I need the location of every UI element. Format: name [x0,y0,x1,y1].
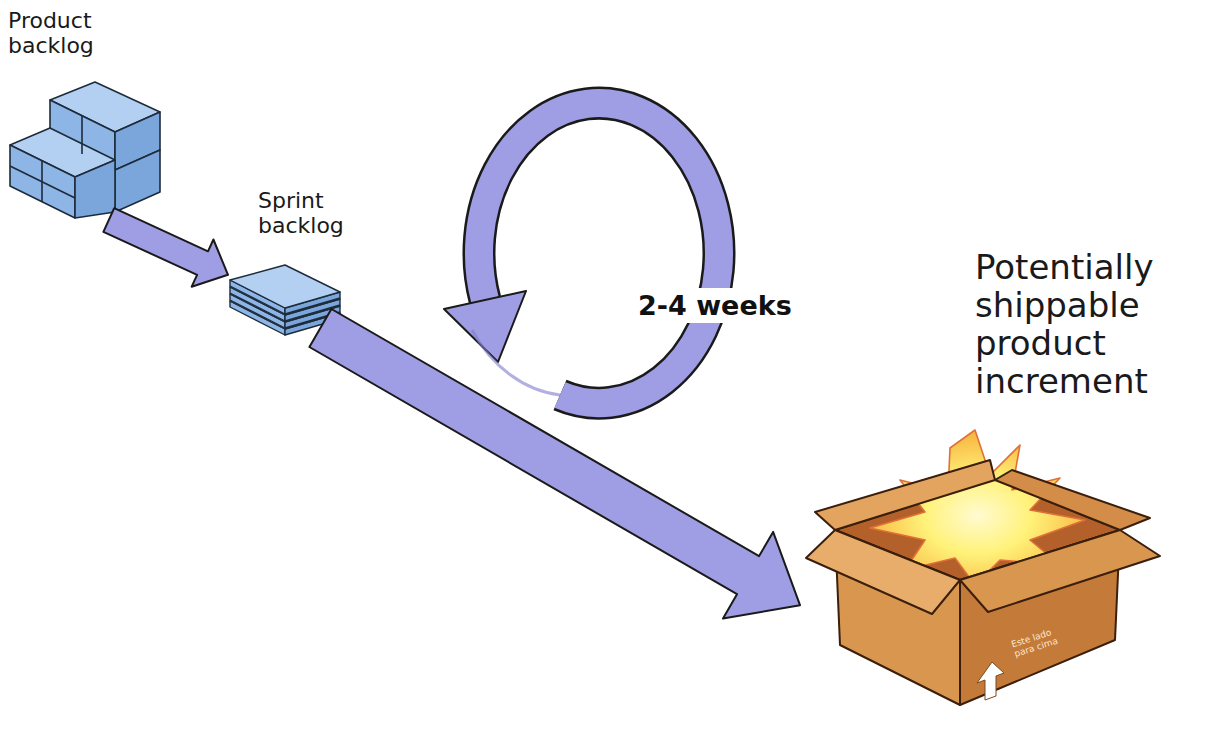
flow-arrow [309,309,800,619]
product-box [806,430,1160,705]
node-label: Product backlog [8,8,158,58]
node-label: Sprint backlog [258,188,358,238]
sprint-loop [444,103,719,403]
flow-arrow [103,208,228,287]
illustrated-node: Potentially shippable product incrementE… [800,248,1215,718]
illustrated-node: Sprint backlog [228,188,348,328]
illustrated-node: Product backlog [8,8,168,220]
duration-label: 2-4 weeks [630,288,800,323]
backlog-blocks [10,82,160,218]
sprint-stack [230,265,340,335]
box-print: Este lado para cima [1010,622,1071,659]
node-label: Potentially shippable product increment [975,248,1215,400]
